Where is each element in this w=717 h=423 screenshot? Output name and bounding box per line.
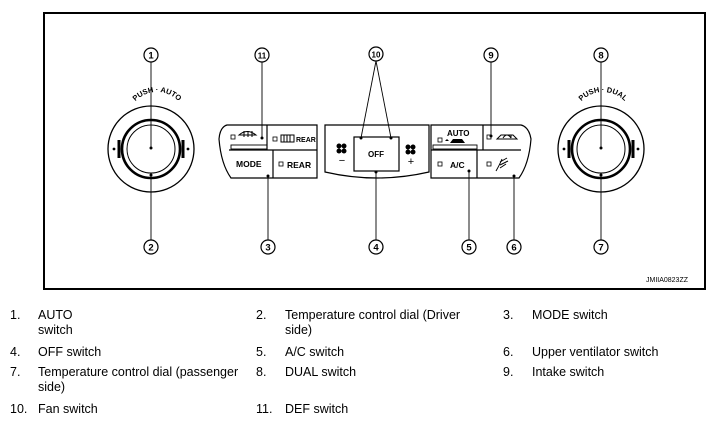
svg-text:2: 2 (148, 243, 153, 254)
callout-11: 11 (254, 47, 270, 63)
fan-high-icon (405, 144, 416, 155)
callout-6: 6 (506, 239, 522, 255)
svg-text:1: 1 (148, 51, 154, 62)
fan-low-icon (336, 143, 347, 154)
callout-5: 5 (461, 239, 477, 255)
auto-car-icon (445, 139, 465, 143)
callout-9: 9 (483, 47, 499, 63)
upper-vent-indicator (486, 161, 492, 167)
rear-def-indicator (272, 136, 278, 142)
rear-label: REAR (287, 160, 311, 170)
callout-10: 10 (368, 46, 384, 62)
callout-1: 1 (143, 47, 159, 63)
off-label: OFF (368, 150, 384, 159)
svg-text:9: 9 (488, 51, 493, 62)
upper-vent-icon (495, 157, 509, 172)
svg-text:10: 10 (372, 51, 381, 60)
figure-code: JMIIA0823ZZ (645, 277, 688, 284)
svg-text:6: 6 (511, 243, 516, 254)
auto-indicator (437, 137, 443, 143)
callout-2: 2 (143, 239, 159, 255)
ac-label: A/C (450, 160, 465, 170)
front-defrost-icon (237, 131, 258, 137)
rear-def-label: REAR (296, 137, 316, 144)
callout-4: 4 (368, 239, 384, 255)
ac-indicator (437, 161, 443, 167)
right-button-cluster (430, 124, 532, 179)
callout-7: 7 (593, 239, 609, 255)
svg-text:8: 8 (598, 51, 603, 62)
callout-3: 3 (260, 239, 276, 255)
left-button-cluster (218, 124, 318, 179)
callout-dots (149, 134, 603, 178)
auto-label: AUTO (447, 129, 470, 138)
control-panel-diagram: PUSH · AUTO PUSH · DUAL (107, 46, 645, 255)
rear-indicator (278, 161, 284, 167)
mode-label: MODE (236, 159, 262, 169)
callout-8: 8 (593, 47, 609, 63)
def-indicator (230, 134, 236, 140)
fan-plus-label: + (408, 156, 414, 168)
svg-text:5: 5 (466, 243, 472, 254)
leader-lines (150, 60, 602, 240)
rear-defrost-icon (280, 134, 295, 143)
dial-right-label: PUSH · DUAL (577, 85, 630, 103)
svg-text:3: 3 (265, 243, 270, 254)
diagram-frame: PUSH · AUTO PUSH · DUAL (43, 12, 706, 290)
svg-text:7: 7 (598, 243, 603, 254)
svg-text:11: 11 (258, 52, 267, 61)
center-fan-cluster (324, 124, 430, 179)
dial-left-label: PUSH · AUTO (131, 85, 184, 103)
fan-minus-label: − (339, 155, 345, 167)
svg-text:4: 4 (373, 243, 379, 254)
intake-recirculation-icon (495, 134, 519, 140)
